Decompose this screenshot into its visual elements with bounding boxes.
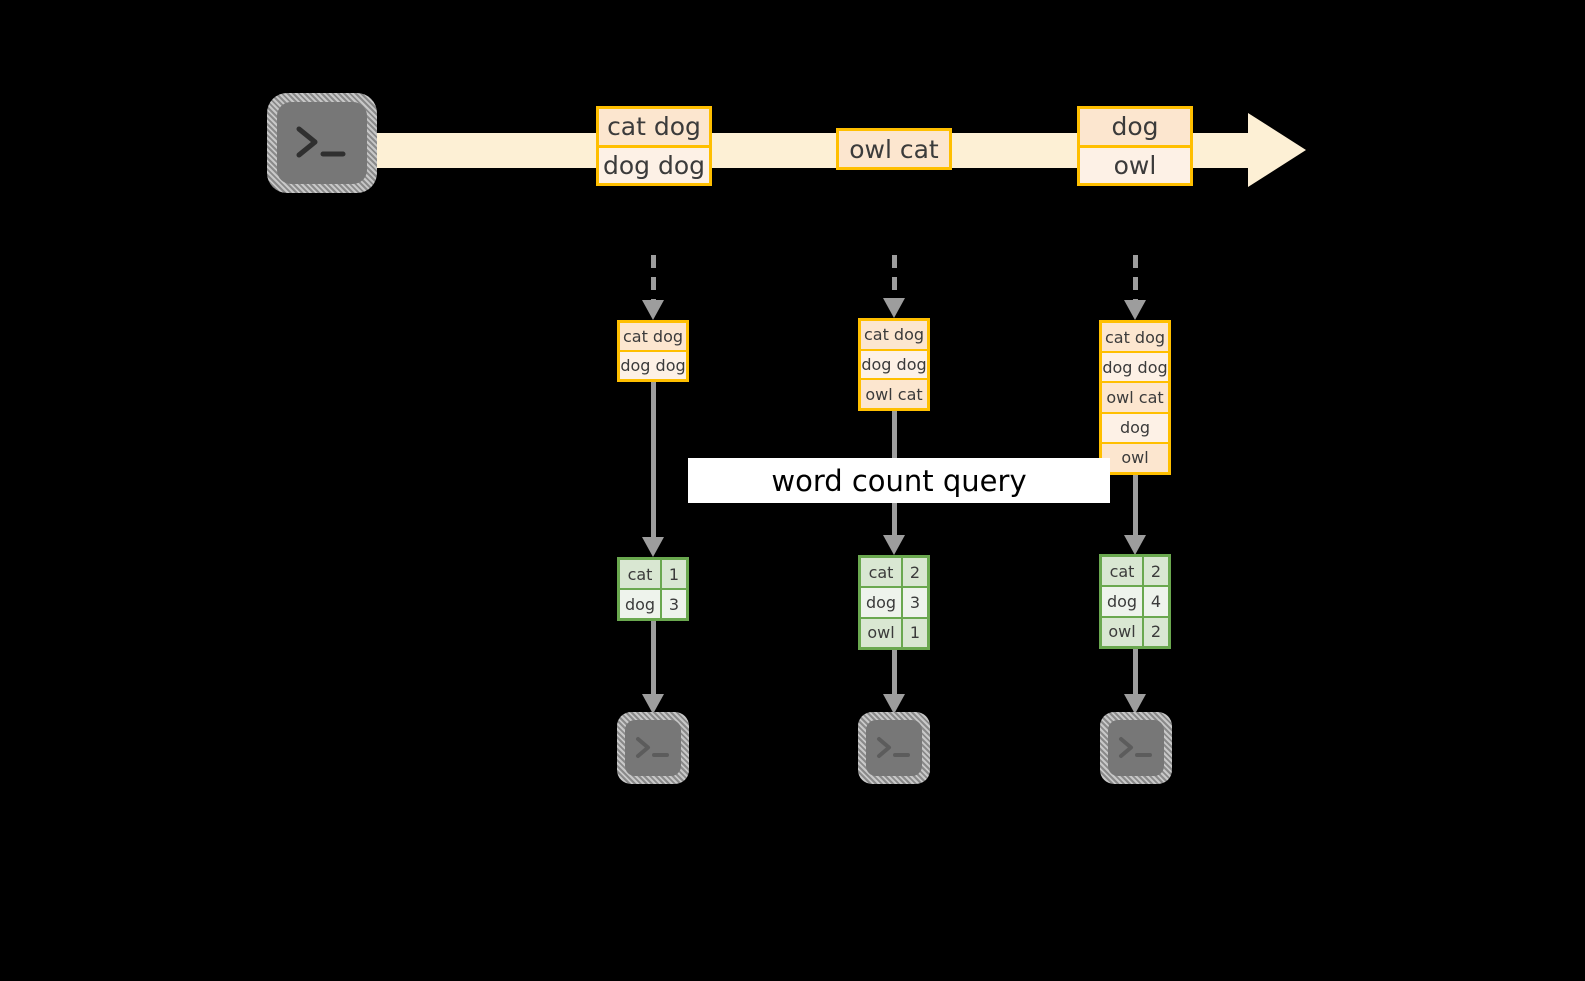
result-word: cat — [1102, 557, 1144, 586]
terminal-prompt-glyph — [636, 737, 669, 758]
input-line: cat dog — [620, 323, 686, 352]
table-row: dog 3 — [861, 588, 927, 619]
table-row: cat 1 — [620, 560, 686, 590]
terminal-screen — [277, 102, 367, 184]
result-count: 2 — [903, 558, 927, 587]
result-word: cat — [861, 558, 903, 587]
snapshot-2-result-table: cat 2 dog 3 owl 1 — [858, 555, 930, 650]
input-line: dog — [1102, 413, 1168, 444]
record-line: dog dog — [599, 147, 709, 183]
result-count: 4 — [1144, 587, 1168, 616]
input-line: cat dog — [861, 321, 927, 351]
dashed-down-arrow-icon — [637, 255, 669, 320]
dashed-down-arrow-icon — [1119, 255, 1151, 320]
terminal-screen — [866, 720, 922, 776]
table-row: cat 2 — [1102, 557, 1168, 588]
query-label: word count query — [688, 458, 1110, 503]
input-line: dog dog — [620, 352, 686, 379]
result-count: 3 — [903, 588, 927, 617]
record-line: owl cat — [839, 131, 949, 167]
table-row: owl 2 — [1102, 617, 1168, 646]
stream-record-3: dog owl — [1077, 106, 1193, 186]
result-word: dog — [620, 590, 662, 618]
table-row: cat 2 — [861, 558, 927, 589]
snapshot-3-input-stack: cat dog dog dog owl cat dog owl — [1099, 320, 1171, 475]
result-word: owl — [1102, 617, 1144, 646]
snapshot-3-query-arrow-icon — [1119, 475, 1151, 555]
result-count: 3 — [662, 590, 686, 618]
table-row: dog 4 — [1102, 587, 1168, 618]
snapshot-2-sink-terminal-icon — [858, 712, 930, 784]
snapshot-1-query-arrow-icon — [637, 382, 669, 557]
result-word: dog — [1102, 587, 1144, 616]
result-word: cat — [620, 560, 662, 588]
terminal-prompt-glyph — [296, 126, 346, 158]
result-word: owl — [861, 618, 903, 647]
snapshot-1-sink-arrow-icon — [637, 621, 669, 714]
input-line: dog dog — [1102, 353, 1168, 384]
snapshot-3-result-table: cat 2 dog 4 owl 2 — [1099, 554, 1171, 649]
record-line: dog — [1080, 109, 1190, 148]
result-word: dog — [861, 588, 903, 617]
record-line: owl — [1080, 147, 1190, 183]
snapshot-2-sink-arrow-icon — [878, 650, 910, 714]
table-row: owl 1 — [861, 618, 927, 647]
input-line: owl cat — [1102, 383, 1168, 414]
input-line: dog dog — [861, 350, 927, 381]
snapshot-3-sink-terminal-icon — [1100, 712, 1172, 784]
source-terminal-icon — [267, 93, 377, 193]
terminal-screen — [1108, 720, 1164, 776]
result-count: 2 — [1144, 617, 1168, 646]
snapshot-3-sink-arrow-icon — [1119, 649, 1151, 714]
input-line: cat dog — [1102, 323, 1168, 354]
terminal-screen — [625, 720, 681, 776]
stream-record-1: cat dog dog dog — [596, 106, 712, 186]
table-row: dog 3 — [620, 590, 686, 618]
terminal-prompt-glyph — [877, 737, 910, 758]
record-line: cat dog — [599, 109, 709, 148]
input-line: owl — [1102, 443, 1168, 473]
snapshot-1-sink-terminal-icon — [617, 712, 689, 784]
snapshot-1-result-table: cat 1 dog 3 — [617, 557, 689, 621]
stream-arrow-icon — [1248, 113, 1306, 187]
result-count: 1 — [903, 618, 927, 647]
result-count: 1 — [662, 560, 686, 588]
input-line: owl cat — [861, 380, 927, 409]
snapshot-1-input-stack: cat dog dog dog — [617, 320, 689, 382]
snapshot-2-input-stack: cat dog dog dog owl cat — [858, 318, 930, 411]
stream-record-2: owl cat — [836, 128, 952, 170]
terminal-prompt-glyph — [1119, 737, 1152, 758]
result-count: 2 — [1144, 557, 1168, 586]
dashed-down-arrow-icon — [878, 255, 910, 318]
